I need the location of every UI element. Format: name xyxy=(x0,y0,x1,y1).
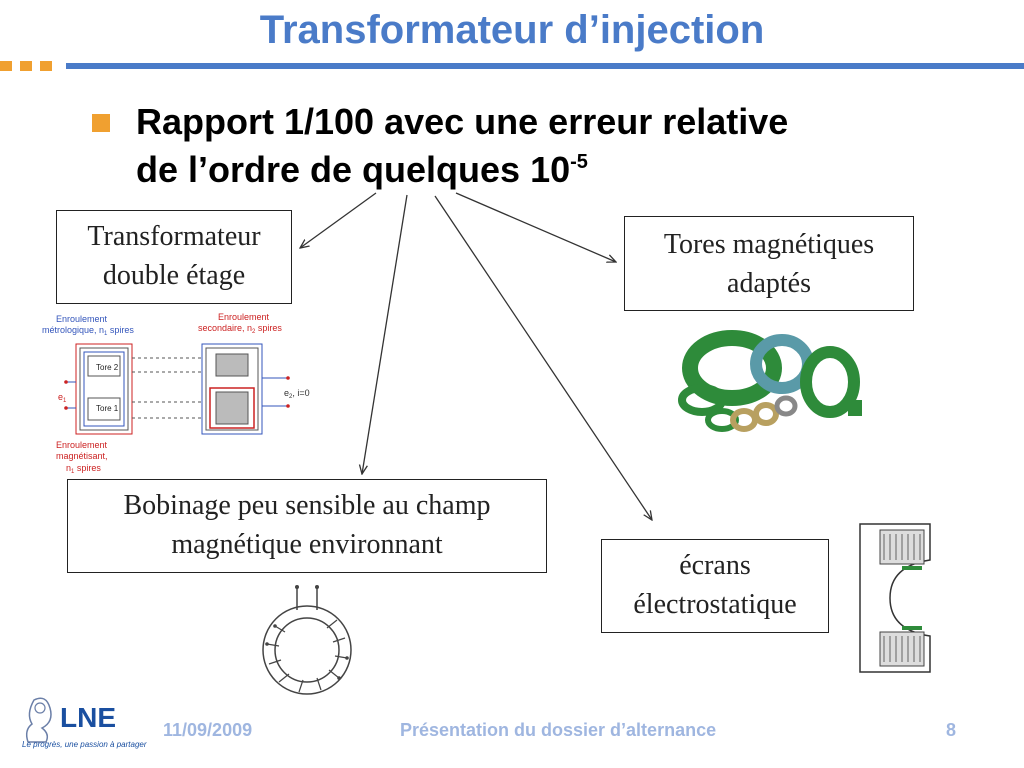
footer-page-number: 8 xyxy=(946,720,957,740)
bullet-line-1: Rapport 1/100 avec une erreur relative xyxy=(136,101,789,142)
e1-label: e1 xyxy=(58,392,67,404)
bullet-square-icon xyxy=(92,114,110,132)
e2-label: e2, i=0 xyxy=(284,388,310,400)
box-label: écrans xyxy=(679,550,751,581)
bullet-line-2: de l’ordre de quelques 10 xyxy=(136,149,571,190)
toroid-winding-image xyxy=(262,585,352,695)
footer-title: Présentation du dossier d’alternance xyxy=(400,720,717,740)
tore2-label: Tore 2 xyxy=(96,363,119,372)
box-ecrans-electrostatique: écrans électrostatique xyxy=(601,539,829,633)
box-label: Bobinage peu sensible au champ xyxy=(123,490,491,521)
box-label: magnétique environnant xyxy=(171,529,443,560)
schematic-label: Enroulement xyxy=(56,314,108,324)
bullet-exponent: -5 xyxy=(570,151,588,173)
magnetic-tores-image xyxy=(678,330,862,432)
box-label: électrostatique xyxy=(633,589,797,620)
arrow-to-tores xyxy=(455,192,616,262)
box-tores-magnetiques: Tores magnétiques adaptés xyxy=(624,216,914,311)
box-transformateur-double-etage: Transformateur double étage xyxy=(56,210,292,304)
arrow-to-ecrans xyxy=(434,195,652,520)
box-bobinage: Bobinage peu sensible au champ magnétiqu… xyxy=(67,479,547,573)
footer-date: 11/09/2009 xyxy=(163,720,253,740)
schematic-label: Enroulement xyxy=(218,312,270,322)
box-label: adaptés xyxy=(727,268,811,299)
electrostatic-screen-image xyxy=(859,523,931,673)
box-label: Tores magnétiques xyxy=(663,229,875,260)
schematic-label: Enroulement xyxy=(56,440,108,450)
title-accent-square xyxy=(40,61,52,71)
box-label: Transformateur xyxy=(87,221,261,252)
slide-title: Transformateur d’injection xyxy=(259,8,765,52)
lne-logo-text: LNE xyxy=(60,702,116,733)
tore1-label: Tore 1 xyxy=(96,404,119,413)
arrow-to-transfo xyxy=(300,192,377,248)
title-underline xyxy=(0,58,1024,72)
title-accent-square xyxy=(0,61,12,71)
transformer-schematic-image: Enroulement métrologique, n1 spires Enro… xyxy=(42,312,310,475)
lne-logo-icon xyxy=(25,697,52,743)
schematic-label: magnétisant, xyxy=(56,451,108,461)
schematic-label: n1 spires xyxy=(66,463,101,475)
box-label: double étage xyxy=(102,260,246,291)
schematic-label: secondaire, n2 spires xyxy=(198,323,282,335)
bullet-text: Rapport 1/100 avec une erreur relative d… xyxy=(136,98,936,194)
schematic-label: métrologique, n1 spires xyxy=(42,325,134,337)
title-rule xyxy=(66,63,1024,69)
title-accent-square xyxy=(20,61,32,71)
lne-logo-slogan: Le progrès, une passion à partager xyxy=(22,740,147,749)
arrow-to-bobinage xyxy=(362,194,408,474)
